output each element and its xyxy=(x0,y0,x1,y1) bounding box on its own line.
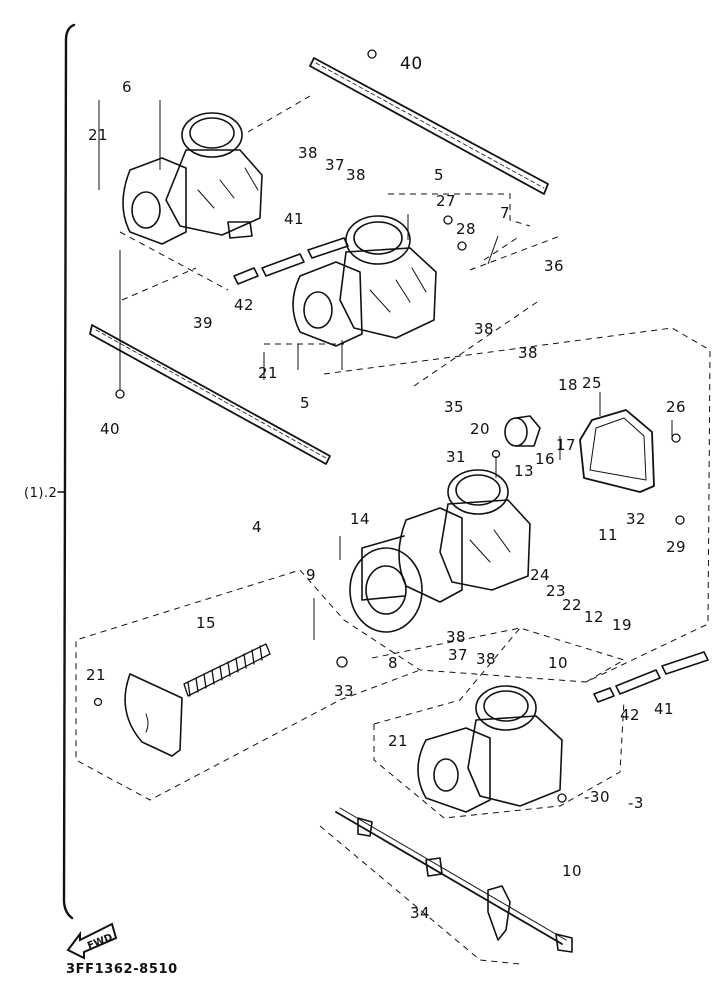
callout-42: 42 xyxy=(620,706,641,724)
callout-19: 19 xyxy=(612,616,633,634)
callout-21: 21 xyxy=(88,126,109,144)
callout-35: 35 xyxy=(444,398,465,416)
callout-29: 29 xyxy=(666,538,687,556)
callout-9: 9 xyxy=(306,566,317,584)
callout-27: 27 xyxy=(436,192,457,210)
screw-28 xyxy=(457,241,467,251)
screw-21 xyxy=(93,697,103,707)
callout-22: 22 xyxy=(562,596,583,614)
diaphragm-cap xyxy=(124,673,183,757)
callout-37: 37 xyxy=(325,156,346,174)
callout-37: 37 xyxy=(448,646,469,664)
callout-15: 15 xyxy=(196,614,217,632)
part-code: 3FF1362-8510 xyxy=(66,962,178,977)
callout-38: 38 xyxy=(346,166,367,184)
carburetor-4 xyxy=(349,469,531,633)
fwd-arrow-icon: FWD xyxy=(66,920,118,960)
upper-rail-bar xyxy=(309,57,549,195)
callout-31: 31 xyxy=(446,448,467,466)
group-label: (1).2 xyxy=(24,486,58,501)
callout-38: 38 xyxy=(298,144,319,162)
carburetor-6 xyxy=(122,112,263,245)
screw-40-bottom xyxy=(115,389,125,399)
group-bracket xyxy=(62,23,76,920)
callout-23: 23 xyxy=(546,582,567,600)
callout-11: 11 xyxy=(598,526,619,544)
callout-38: 38 xyxy=(518,344,539,362)
callout-3: -3 xyxy=(628,794,644,812)
callout-14: 14 xyxy=(350,510,371,528)
screw-26 xyxy=(671,433,681,443)
screw-30 xyxy=(557,793,567,803)
pipes-41-42-upper xyxy=(233,237,349,285)
callout-21: 21 xyxy=(388,732,409,750)
callout-41: 41 xyxy=(654,700,675,718)
callout-30: -30 xyxy=(584,788,610,806)
callout-40: 40 xyxy=(400,54,423,74)
callout-8: 8 xyxy=(388,654,399,672)
callout-33: 33 xyxy=(334,682,355,700)
clip-33 xyxy=(336,656,348,668)
callout-38: 38 xyxy=(474,320,495,338)
callout-21: 21 xyxy=(86,666,107,684)
callout-5: 5 xyxy=(300,394,311,412)
screw-29 xyxy=(675,515,685,525)
callout-24: 24 xyxy=(530,566,551,584)
callout-36: 36 xyxy=(544,257,565,275)
float-bowl-cover-25 xyxy=(579,409,655,493)
callout-26: 26 xyxy=(666,398,687,416)
callout-38: 38 xyxy=(476,650,497,668)
callout-16: 16 xyxy=(535,450,556,468)
screw-40-top xyxy=(367,49,377,59)
carburetor-3 xyxy=(417,685,563,813)
callout-10: 10 xyxy=(548,654,569,672)
callout-7: 7 xyxy=(500,204,511,222)
callout-17: 17 xyxy=(556,436,577,454)
lower-rail-bar xyxy=(89,324,331,465)
callout-28: 28 xyxy=(456,220,477,238)
part-20 xyxy=(504,415,541,447)
callout-18: 18 xyxy=(558,376,579,394)
callout-21: 21 xyxy=(258,364,279,382)
callout-34: 34 xyxy=(410,904,431,922)
callout-32: 32 xyxy=(626,510,647,528)
callout-38: 38 xyxy=(446,628,467,646)
carburetor-5 xyxy=(292,215,437,347)
callout-20: 20 xyxy=(470,420,491,438)
spring-15 xyxy=(183,643,271,697)
pipes-41-42-lower xyxy=(593,651,709,703)
callout-10: 10 xyxy=(562,862,583,880)
callout-12: 12 xyxy=(584,608,605,626)
link-rod-34 xyxy=(335,807,573,953)
callout-4: 4 xyxy=(252,518,263,536)
callout-42: 42 xyxy=(234,296,255,314)
callout-5: 5 xyxy=(434,166,445,184)
callout-25: 25 xyxy=(582,374,603,392)
callout-39: 39 xyxy=(193,314,214,332)
screw-31 xyxy=(491,449,501,459)
callout-13: 13 xyxy=(514,462,535,480)
callout-40: 40 xyxy=(100,420,121,438)
callout-41: 41 xyxy=(284,210,305,228)
screw-27 xyxy=(443,215,453,225)
callout-6: 6 xyxy=(122,78,133,96)
